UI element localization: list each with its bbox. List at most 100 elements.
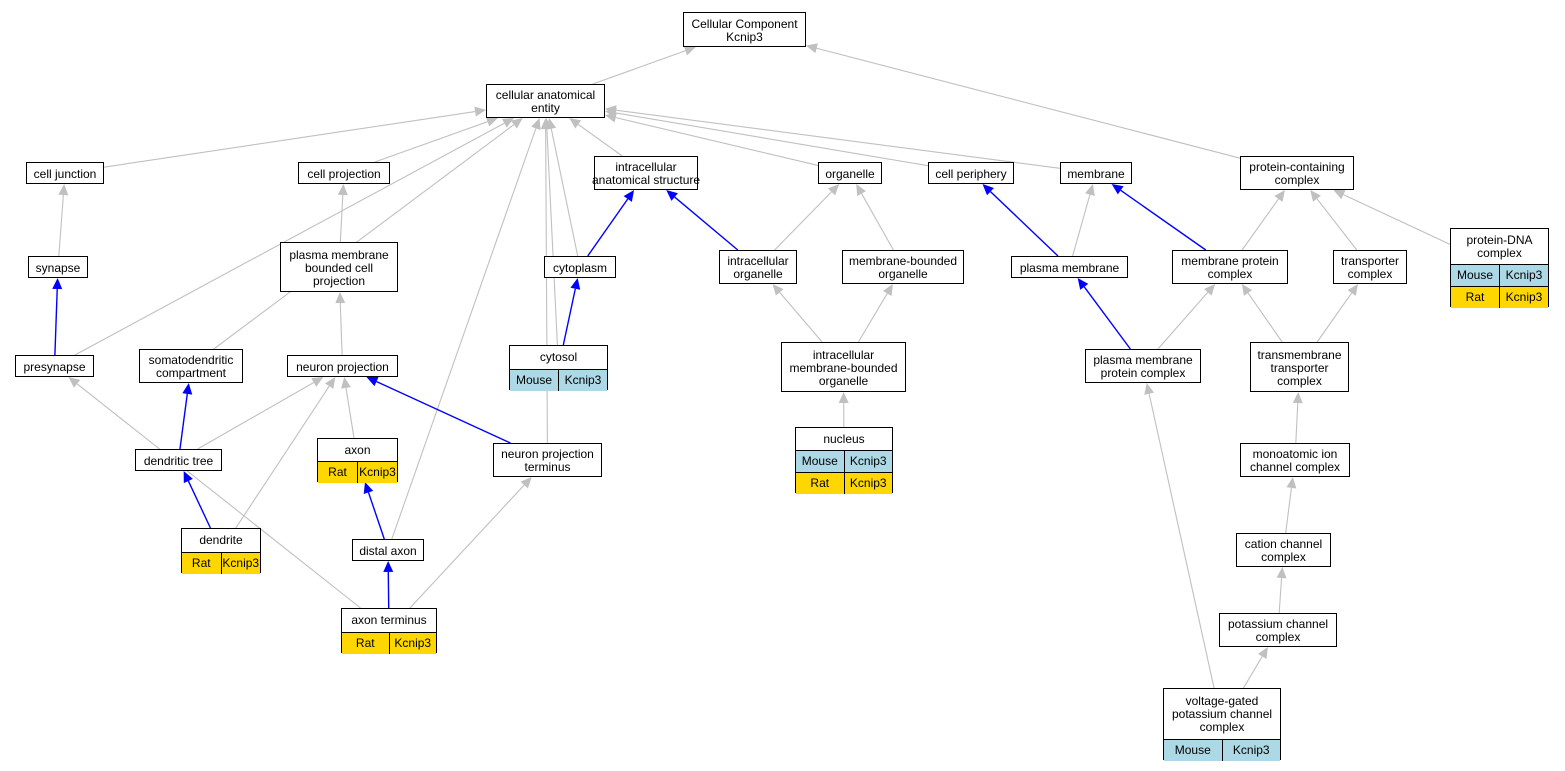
edge-part-of (990, 191, 1059, 257)
term-label: dendritic tree (136, 450, 221, 472)
term-label-line: Cellular Component (691, 16, 798, 31)
edge-arrowhead (68, 377, 81, 388)
edge-is-a (1316, 292, 1353, 343)
edge-is-a (546, 128, 558, 346)
edge-is-a (1072, 194, 1091, 257)
species-cell: Rat (810, 476, 830, 490)
term-label: membrane (1061, 163, 1131, 185)
edge-is-a (615, 112, 929, 167)
edge-is-a (1316, 198, 1358, 251)
term-label-line: membrane-bounded (789, 360, 898, 375)
go-term-presynapse[interactable]: presynapse (15, 355, 94, 377)
edge-arrowhead (1111, 184, 1124, 195)
edge-is-a (779, 292, 823, 343)
term-label-line: complex (1199, 719, 1245, 734)
term-label: synapse (29, 257, 87, 279)
edge-arrowhead (666, 190, 678, 201)
term-label-line: neuron projection (296, 359, 389, 374)
go-term-pm[interactable]: plasma membrane (1011, 256, 1128, 278)
edge-is-a (197, 381, 315, 450)
edge-is-a (1148, 393, 1215, 689)
term-label-line: axon terminus (351, 613, 427, 627)
edge-arrowhead (1144, 383, 1155, 395)
edge-arrowhead (183, 471, 193, 484)
term-label-line: entity (531, 101, 560, 115)
term-label-line: membrane protein (1181, 254, 1279, 268)
term-label-line: complex (1261, 550, 1306, 564)
go-term-cell-periphery[interactable]: cell periphery (928, 162, 1014, 184)
species-cell: Mouse (1174, 743, 1211, 757)
edge-is-a (774, 191, 832, 251)
go-term-membrane[interactable]: membrane (1060, 162, 1132, 184)
term-label-line: axon (344, 442, 371, 457)
term-label-line: protein complex (1100, 366, 1186, 380)
edge-arrowhead (1274, 190, 1285, 202)
edge-is-a (1157, 291, 1209, 350)
edge-part-of (376, 380, 511, 444)
edge-arrowhead (856, 184, 866, 197)
species-cell: Mouse (515, 373, 553, 387)
term-label-line: bounded cell (304, 260, 374, 275)
edge-is-a (339, 302, 343, 356)
term-label: distal axon (353, 540, 423, 562)
edge-part-of (54, 288, 58, 356)
go-term-cell-junction[interactable]: cell junction (26, 162, 104, 184)
term-label-line: Kcnip3 (726, 29, 763, 44)
edge-arrowhead (531, 118, 541, 131)
edge-is-a (857, 293, 888, 343)
go-term-cytoplasm[interactable]: cytoplasm (544, 256, 616, 278)
term-label-line: plasma membrane (1019, 260, 1120, 275)
term-label-line: transmembrane (1257, 347, 1342, 362)
gene-cell: Kcnip3 (388, 633, 437, 654)
edge-arrowhead (1286, 477, 1297, 489)
edge-is-a (391, 128, 537, 540)
go-term-synapse[interactable]: synapse (28, 256, 88, 278)
edge-is-a (1343, 194, 1451, 245)
edge-arrowhead (1292, 392, 1303, 404)
edge-part-of (179, 393, 188, 450)
go-term-daxon[interactable]: distal axon (352, 539, 424, 561)
term-label-line: cell junction (33, 166, 97, 181)
edge-part-of (562, 288, 577, 346)
edge-arrowhead (982, 184, 994, 196)
go-term-np[interactable]: neuron projection (287, 355, 398, 377)
edge-arrowhead (520, 477, 532, 489)
go-term-cell-projection[interactable]: cell projection (298, 162, 390, 184)
term-label-line: protein-DNA (1466, 232, 1533, 247)
term-label-line: presynapse (23, 359, 86, 374)
go-term-organelle[interactable]: organelle (818, 162, 882, 184)
go-term-dtree[interactable]: dendritic tree (135, 449, 222, 471)
